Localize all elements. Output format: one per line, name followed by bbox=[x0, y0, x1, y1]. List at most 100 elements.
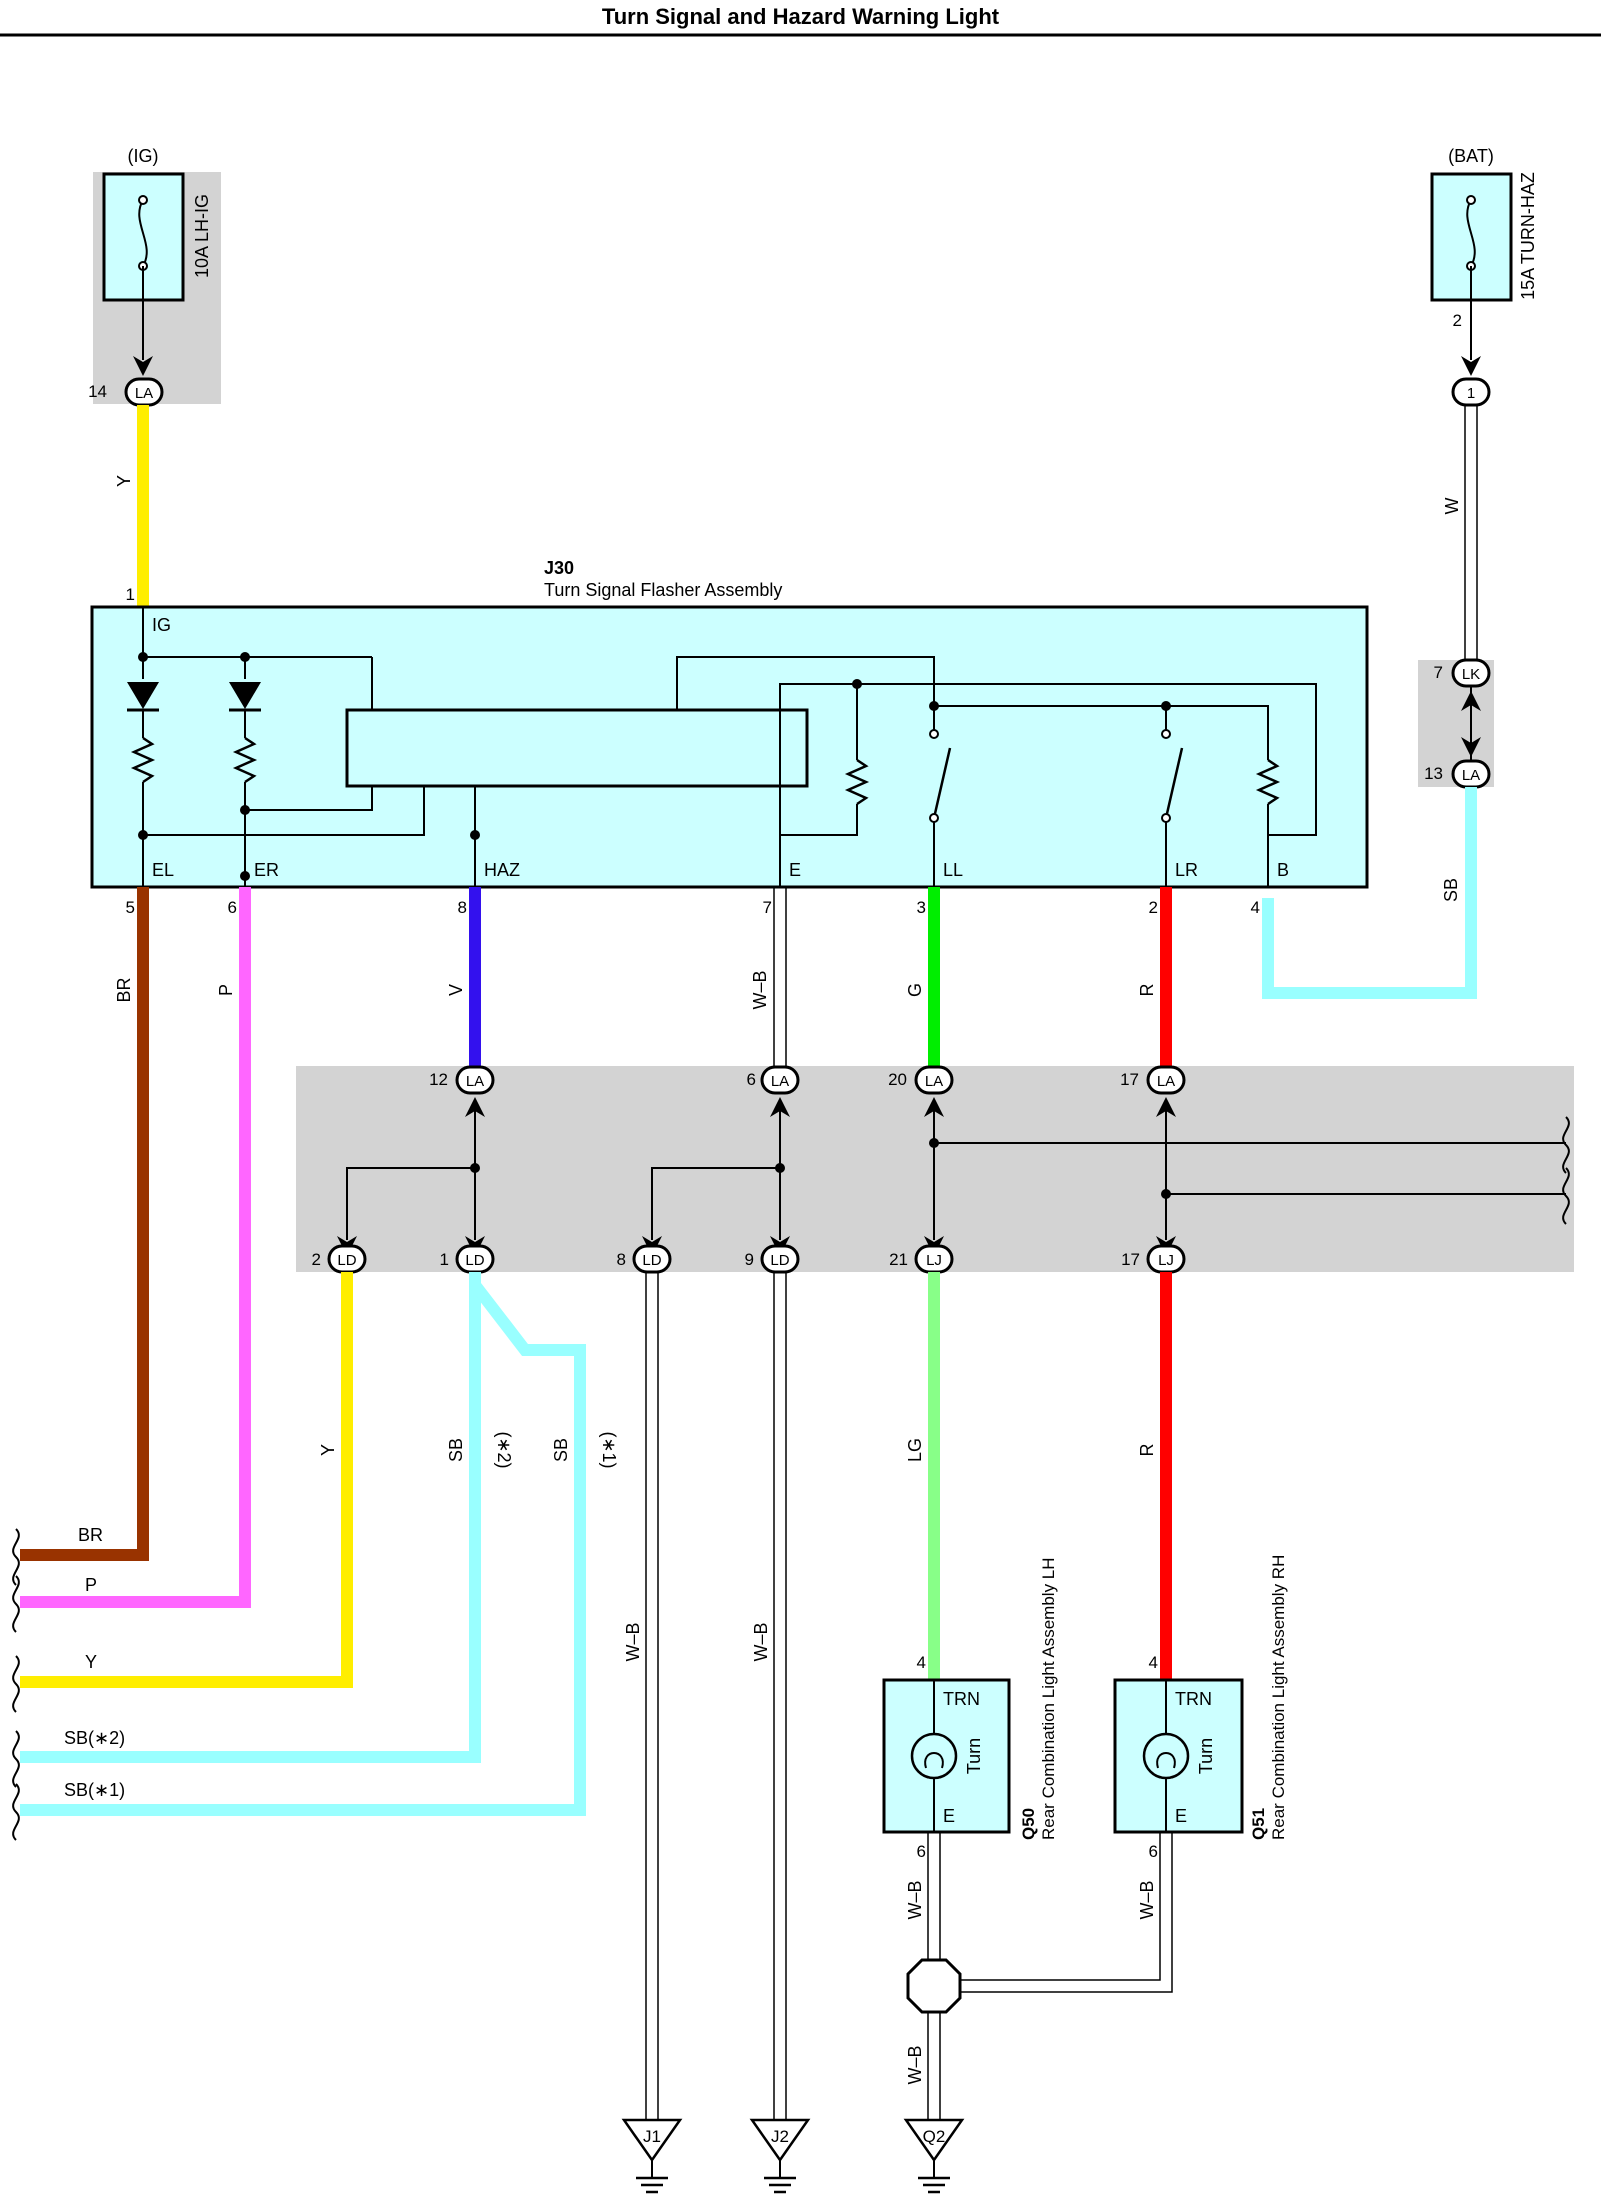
svg-text:LA: LA bbox=[1157, 1073, 1175, 1090]
svg-text:P: P bbox=[216, 984, 236, 996]
connector-la-6: 6 LA bbox=[747, 1065, 800, 1095]
svg-text:6: 6 bbox=[747, 1070, 756, 1089]
svg-text:8: 8 bbox=[458, 898, 467, 917]
connector-la-12: 12 LA bbox=[429, 1065, 495, 1095]
connector-la-20: 20 LA bbox=[888, 1065, 954, 1095]
svg-text:TRN: TRN bbox=[943, 1689, 980, 1709]
svg-text:LJ: LJ bbox=[926, 1252, 942, 1269]
switch-contact-icon bbox=[929, 813, 939, 823]
svg-text:1: 1 bbox=[1467, 385, 1475, 402]
svg-text:J2: J2 bbox=[771, 2127, 789, 2146]
connector-arrow-icon bbox=[1461, 737, 1481, 757]
turn-signal-flasher-assembly: J30 Turn Signal Flasher Assembly IG bbox=[90, 558, 1369, 889]
svg-text:SB: SB bbox=[446, 1438, 466, 1462]
svg-text:(∗1): (∗1) bbox=[599, 1431, 619, 1468]
wire-y-lower bbox=[20, 1272, 353, 1688]
svg-text:W–B: W–B bbox=[623, 1622, 643, 1661]
svg-text:LD: LD bbox=[337, 1252, 356, 1269]
svg-text:LJ: LJ bbox=[1158, 1252, 1174, 1269]
wire-br bbox=[20, 887, 149, 1561]
ground-triangle-icon bbox=[621, 2118, 683, 2163]
connector-la-14: 14 LA bbox=[88, 377, 164, 407]
connector-arrow-icon bbox=[770, 1097, 790, 1117]
svg-text:ER: ER bbox=[254, 860, 279, 880]
svg-text:G: G bbox=[905, 983, 925, 997]
connector-arrow-icon bbox=[1461, 691, 1481, 711]
svg-text:Rear Combination Light Assembl: Rear Combination Light Assembly LH bbox=[1039, 1557, 1058, 1840]
wire-break-icon bbox=[12, 1575, 20, 1633]
svg-text:Turn: Turn bbox=[964, 1738, 984, 1774]
wire-sb-2 bbox=[20, 1272, 481, 1763]
svg-text:13: 13 bbox=[1424, 764, 1443, 783]
connector-lk-7: 7 LK bbox=[1434, 658, 1491, 688]
svg-text:BR: BR bbox=[114, 977, 134, 1002]
svg-text:P: P bbox=[85, 1575, 97, 1595]
svg-text:W–B: W–B bbox=[905, 1880, 925, 1919]
switch-ll-icon bbox=[932, 747, 952, 819]
svg-text:E: E bbox=[943, 1806, 955, 1826]
fuse-15a-label: 15A TURN-HAZ bbox=[1518, 172, 1538, 300]
svg-text:LG: LG bbox=[905, 1438, 925, 1462]
connector-arrow-icon bbox=[1156, 1097, 1176, 1117]
svg-text:Y: Y bbox=[85, 1652, 97, 1672]
switch-lr-icon bbox=[1164, 747, 1184, 819]
ig-source-label: (IG) bbox=[128, 146, 159, 166]
rear-combination-light-lh: 4 TRN Turn E Q50 Rear Combination Light … bbox=[882, 1557, 1058, 1861]
svg-text:SB: SB bbox=[1441, 878, 1461, 902]
svg-text:E: E bbox=[1175, 1806, 1187, 1826]
wire-break-icon bbox=[1562, 1167, 1570, 1225]
svg-text:7: 7 bbox=[1434, 663, 1443, 682]
svg-text:2: 2 bbox=[1149, 898, 1158, 917]
svg-text:5: 5 bbox=[126, 898, 135, 917]
svg-text:7: 7 bbox=[763, 898, 772, 917]
svg-text:LK: LK bbox=[1462, 666, 1480, 683]
svg-text:TRN: TRN bbox=[1175, 1689, 1212, 1709]
connector-lj-21: 21 LJ bbox=[889, 1244, 954, 1274]
connector-arrow-icon bbox=[133, 356, 153, 376]
junction-internals bbox=[337, 1097, 1570, 1256]
svg-text:V: V bbox=[446, 984, 466, 996]
svg-text:4: 4 bbox=[1149, 1653, 1158, 1672]
svg-text:17: 17 bbox=[1121, 1250, 1140, 1269]
svg-text:W: W bbox=[1442, 498, 1462, 515]
svg-text:LD: LD bbox=[770, 1252, 789, 1269]
svg-text:B: B bbox=[1277, 860, 1289, 880]
connector-lj-17: 17 LJ bbox=[1121, 1244, 1186, 1274]
fuse-10a-lh-ig: (IG) 10A LH-IG bbox=[102, 146, 212, 376]
connector-la-13: 13 LA bbox=[1424, 759, 1491, 789]
svg-text:SB(∗2): SB(∗2) bbox=[64, 1728, 125, 1748]
svg-text:W–B: W–B bbox=[905, 2045, 925, 2084]
switch-contact-icon bbox=[1161, 729, 1171, 739]
bulb-icon bbox=[910, 1732, 958, 1780]
svg-text:1: 1 bbox=[126, 585, 135, 604]
svg-text:Q51: Q51 bbox=[1249, 1808, 1268, 1840]
svg-text:LA: LA bbox=[925, 1073, 943, 1090]
svg-text:(∗2): (∗2) bbox=[494, 1431, 514, 1468]
svg-text:14: 14 bbox=[88, 382, 107, 401]
connector-la-17: 17 LA bbox=[1120, 1065, 1186, 1095]
svg-text:R: R bbox=[1137, 984, 1157, 997]
svg-text:4: 4 bbox=[1251, 898, 1260, 917]
bulb-filament-icon bbox=[924, 1752, 944, 1769]
ground-j2: J2 bbox=[749, 2118, 811, 2194]
svg-text:4: 4 bbox=[917, 1653, 926, 1672]
wire-sb-1 bbox=[20, 1281, 586, 1816]
svg-text:9: 9 bbox=[745, 1250, 754, 1269]
svg-text:3: 3 bbox=[917, 898, 926, 917]
wire-break-icon bbox=[12, 1655, 20, 1713]
svg-text:20: 20 bbox=[888, 1070, 907, 1089]
svg-text:Turn: Turn bbox=[1196, 1738, 1216, 1774]
svg-text:Y: Y bbox=[318, 1444, 338, 1456]
wire-sb-b bbox=[1262, 787, 1477, 999]
resistor-icon bbox=[844, 758, 870, 806]
fuse-10a-label: 10A LH-IG bbox=[192, 194, 212, 278]
connector-arrow-icon bbox=[1461, 356, 1481, 376]
diode-icon bbox=[229, 682, 261, 709]
bulb-filament-icon bbox=[1156, 1752, 1176, 1769]
svg-text:LL: LL bbox=[943, 860, 963, 880]
svg-text:LA: LA bbox=[135, 385, 153, 402]
svg-text:HAZ: HAZ bbox=[484, 860, 520, 880]
wire-w: W bbox=[1442, 405, 1478, 661]
bulb-icon bbox=[1142, 1732, 1190, 1780]
svg-text:Q50: Q50 bbox=[1019, 1808, 1038, 1840]
